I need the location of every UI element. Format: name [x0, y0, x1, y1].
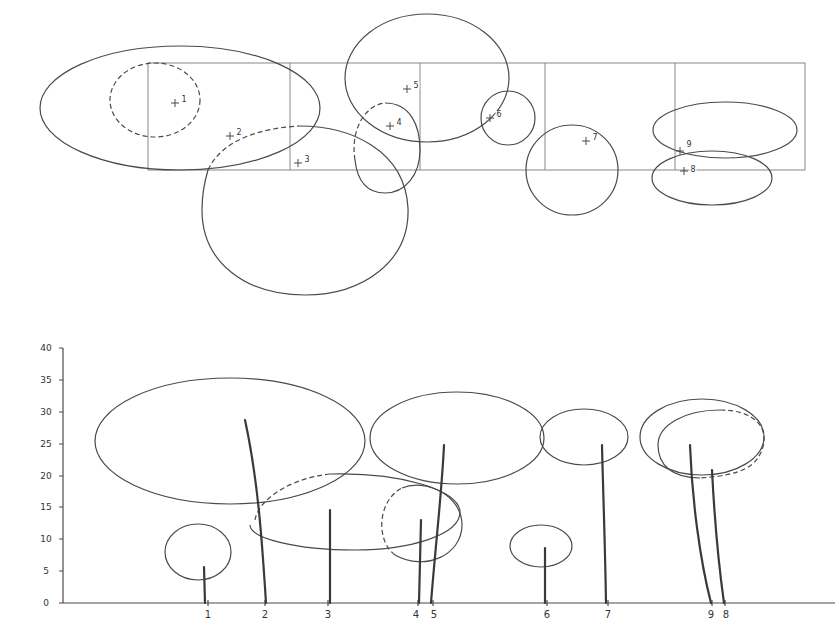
plan-tree-number: 1 — [180, 96, 187, 104]
plan-tree-number: 5 — [412, 82, 419, 90]
plan-tree-number: 2 — [235, 129, 242, 137]
axis-value: 35 — [39, 376, 52, 385]
profile-crowns — [95, 378, 764, 580]
axis-value: 10 — [39, 535, 52, 544]
plan-grid — [148, 63, 805, 170]
axis-value: 5 — [42, 567, 50, 576]
tree-number: 3 — [324, 610, 332, 620]
plan-tree-number: 7 — [591, 134, 598, 142]
tree-position-marks — [171, 85, 688, 175]
tree-number: 8 — [722, 610, 730, 620]
axis-value: 20 — [39, 472, 52, 481]
profile-axes — [59, 348, 835, 606]
plan-tree-number: 6 — [495, 111, 502, 119]
tree-trunks — [204, 420, 724, 603]
tree-number: 5 — [430, 610, 438, 620]
tree-number: 7 — [604, 610, 612, 620]
tree-number: 9 — [707, 610, 715, 620]
tree-number: 1 — [204, 610, 212, 620]
axis-value: 30 — [39, 408, 52, 417]
tree-number: 6 — [543, 610, 551, 620]
tree-number: 4 — [412, 610, 420, 620]
plan-tree-number: 8 — [689, 166, 696, 174]
axis-value: 40 — [39, 344, 52, 353]
plan-tree-number: 4 — [395, 119, 402, 127]
tree-number: 2 — [261, 610, 269, 620]
plan-tree-number: 9 — [685, 141, 692, 149]
plan-crowns — [40, 14, 797, 295]
axis-value: 15 — [39, 503, 52, 512]
plan-tree-number: 3 — [303, 156, 310, 164]
axis-value: 25 — [39, 440, 52, 449]
axis-value: 0 — [42, 599, 50, 608]
